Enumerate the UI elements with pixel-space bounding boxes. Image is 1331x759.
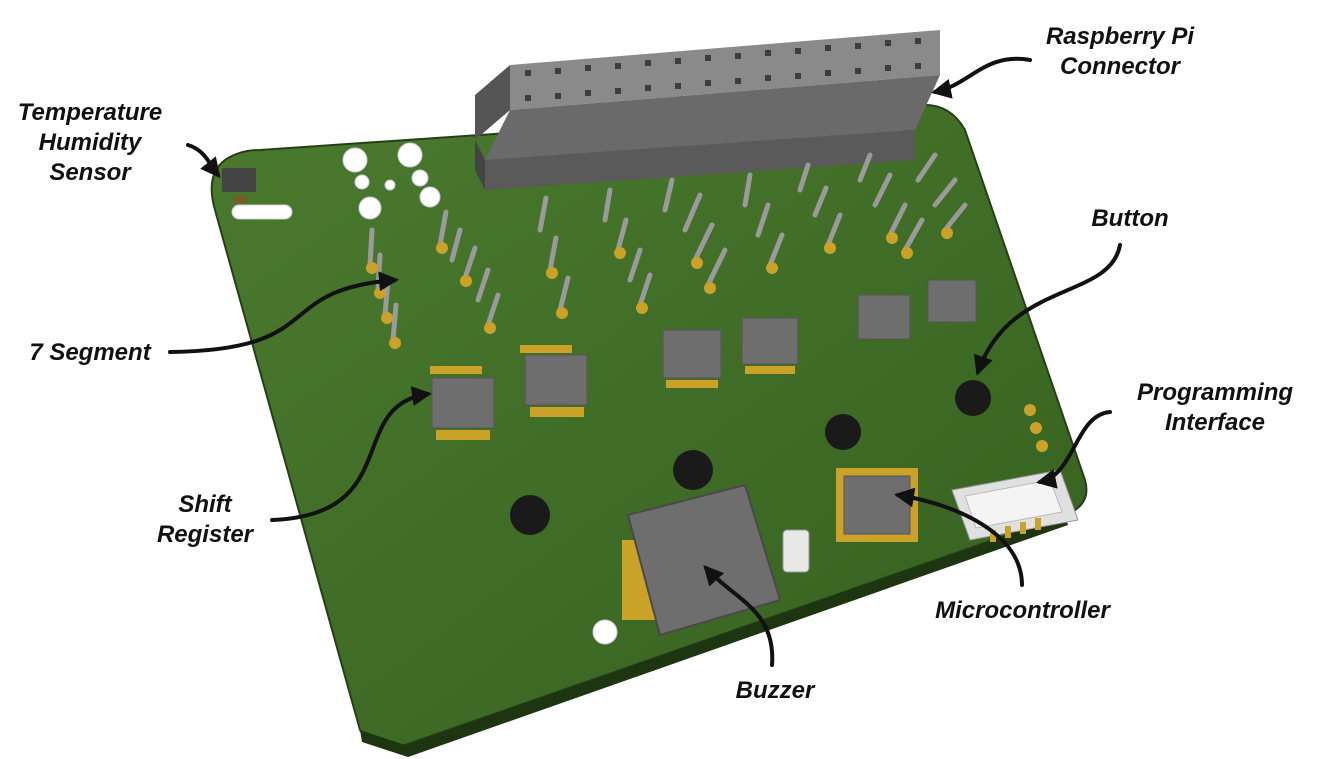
seven-segment-pins bbox=[367, 152, 968, 343]
mounting-holes bbox=[231, 142, 618, 645]
label-7-segment: 7 Segment bbox=[29, 339, 151, 366]
push-buttons bbox=[510, 380, 991, 535]
pin-pads bbox=[366, 227, 953, 349]
label-microcontroller: Microcontroller bbox=[935, 597, 1110, 624]
tactile-switch bbox=[782, 529, 810, 573]
arrow-button bbox=[973, 243, 1122, 376]
arrow-microcontroller bbox=[894, 487, 1024, 587]
temperature-sensor-chip bbox=[222, 168, 256, 203]
arrow-raspberry-pi bbox=[931, 56, 1032, 99]
label-programming-interface: Programming Interface bbox=[1136, 379, 1294, 436]
annotation-arrows bbox=[168, 56, 1122, 667]
label-temperature-humidity-sensor: Temperature Humidity Sensor bbox=[17, 99, 163, 186]
label-button: Button bbox=[1091, 205, 1169, 232]
label-shift-register: Shift Register bbox=[156, 491, 254, 548]
arrow-shift-register bbox=[270, 386, 432, 522]
label-buzzer: Buzzer bbox=[735, 677, 815, 704]
shift-register-chips bbox=[430, 279, 977, 440]
label-raspberry-pi-connector: Raspberry Pi Connector bbox=[1045, 23, 1195, 80]
pcb-board bbox=[210, 103, 1088, 757]
arrow-buzzer bbox=[703, 565, 775, 667]
arrow-programming bbox=[1036, 410, 1112, 489]
arrow-7-segment bbox=[168, 271, 399, 354]
microcontroller-chip bbox=[836, 468, 918, 542]
raspberry-pi-header bbox=[475, 30, 940, 190]
arrow-temp-sensor bbox=[186, 143, 221, 179]
